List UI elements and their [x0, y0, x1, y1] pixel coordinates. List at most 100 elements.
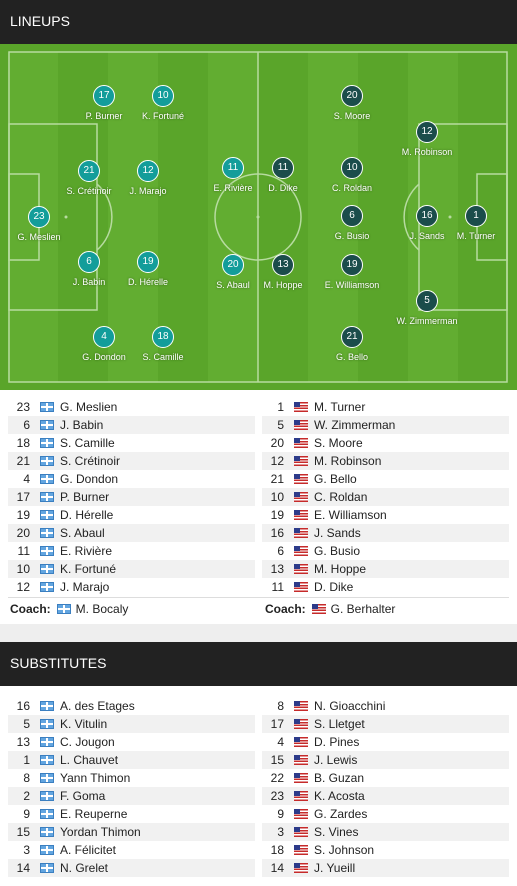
- pitch-player-home[interactable]: 10 K. Fortuné: [123, 85, 203, 125]
- player-number: 23: [28, 206, 50, 228]
- pitch-player-away[interactable]: 13 M. Hoppe: [243, 254, 323, 294]
- pitch-player-away[interactable]: 20 S. Moore: [312, 85, 392, 125]
- player-name: G. Bello: [314, 472, 357, 486]
- pitch-player-away[interactable]: 19 E. Williamson: [312, 254, 392, 294]
- player-name: S. Lletget: [314, 717, 365, 731]
- pitch-player-home[interactable]: 4 G. Dondon: [64, 326, 144, 366]
- pitch-player-away[interactable]: 16 J. Sands: [387, 205, 467, 245]
- pitch-player-away[interactable]: 12 M. Robinson: [387, 121, 467, 161]
- player-number: 16: [416, 205, 438, 227]
- player-number: 20: [222, 254, 244, 276]
- usa-flag-icon: [311, 604, 326, 614]
- player-number: 13: [16, 735, 30, 749]
- player-name: J. Babin: [72, 277, 106, 287]
- pitch-player-home[interactable]: 20 S. Abaul: [193, 254, 273, 294]
- pitch-player-home[interactable]: 17 P. Burner: [64, 85, 144, 125]
- pitch-player-away[interactable]: 6 G. Busio: [312, 205, 392, 245]
- guadeloupe-flag-icon: [40, 701, 54, 711]
- player-name: W. Zimmerman: [396, 316, 458, 326]
- player-name: L. Chauvet: [60, 753, 119, 767]
- player-name: J. Sands: [409, 231, 445, 241]
- pitch-player-away-gk[interactable]: 1 M. Turner: [436, 205, 516, 245]
- usa-flag-icon: [294, 528, 308, 538]
- player-name: G. Dondon: [82, 352, 126, 362]
- player-number: 8: [277, 699, 284, 713]
- coach-label: Coach:: [10, 602, 51, 616]
- pitch-player-away[interactable]: 10 C. Roldan: [312, 157, 392, 197]
- player-name: G. Meslien: [17, 232, 61, 242]
- pitch-player-away[interactable]: 5 W. Zimmerman: [387, 290, 467, 330]
- player-name: G. Busio: [314, 544, 361, 558]
- pitch-player-away[interactable]: 21 G. Bello: [312, 326, 392, 366]
- player-number: 4: [277, 735, 284, 749]
- player-name: P. Burner: [60, 490, 110, 504]
- player-name: S. Vines: [314, 825, 359, 839]
- guadeloupe-flag-icon: [40, 564, 54, 574]
- player-number: 13: [272, 254, 294, 276]
- player-name: M. Hoppe: [314, 562, 367, 576]
- player-name: P. Burner: [85, 111, 123, 121]
- player-number: 1: [277, 400, 284, 414]
- pitch-player-home[interactable]: 6 J. Babin: [49, 251, 129, 291]
- player-name: J. Marajo: [60, 580, 110, 594]
- player-name: S. Abaul: [60, 526, 105, 540]
- pitch-player-home-gk[interactable]: 23 G. Meslien: [0, 206, 79, 246]
- player-number: 4: [93, 326, 115, 348]
- player-name: E. Rivière: [60, 544, 113, 558]
- player-name: D. Dike: [314, 580, 354, 594]
- pitch-player-away[interactable]: 11 D. Dike: [243, 157, 323, 197]
- pitch-player-home[interactable]: 11 E. Rivière: [193, 157, 273, 197]
- pitch-player-home[interactable]: 21 S. Crétinoir: [49, 160, 129, 200]
- player-number: 5: [23, 717, 30, 731]
- player-number: 18: [16, 436, 30, 450]
- player-number: 17: [93, 85, 115, 107]
- pitch-player-home[interactable]: 18 S. Camille: [123, 326, 203, 366]
- pitch-player-home[interactable]: 12 J. Marajo: [108, 160, 188, 200]
- coach-label: Coach:: [265, 602, 306, 616]
- player-number: 6: [78, 251, 100, 273]
- pitch-player-home[interactable]: 19 D. Hérelle: [108, 251, 188, 291]
